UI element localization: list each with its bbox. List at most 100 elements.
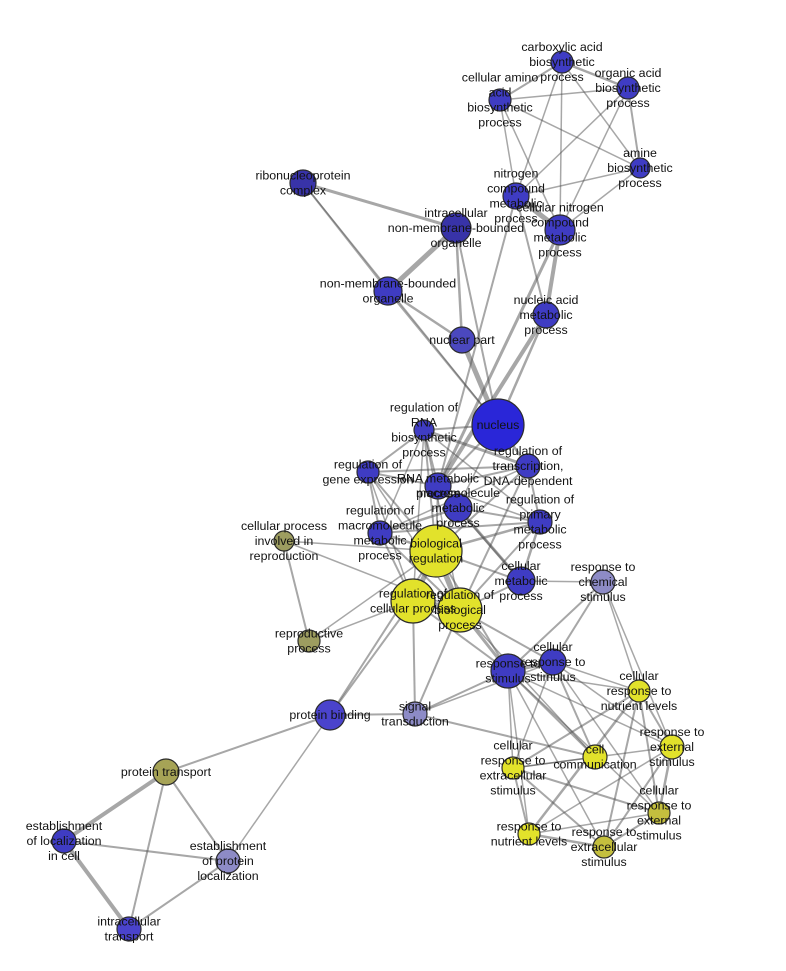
node-t7[interactable] <box>592 835 616 859</box>
edge-u2-u3 <box>63 840 229 862</box>
edge-r2-r4 <box>437 465 529 487</box>
edge-a1-a5 <box>515 61 563 197</box>
node-r3[interactable] <box>356 460 380 484</box>
edge-r7-r8 <box>456 507 523 582</box>
node-t1[interactable] <box>627 679 651 703</box>
edge-s2-t2 <box>552 661 673 748</box>
edge-r5-r6 <box>379 521 541 534</box>
edge-r1-r5 <box>379 429 425 534</box>
edge-s2-t4 <box>512 661 554 769</box>
edge-u1-u2 <box>62 770 168 843</box>
node-r1[interactable] <box>413 419 435 441</box>
edge-t4-t5 <box>512 767 660 814</box>
edge-t2-t7 <box>603 746 673 848</box>
node-r8[interactable] <box>506 566 536 596</box>
node-u3[interactable] <box>215 848 241 874</box>
edge-r1-r3 <box>367 429 425 473</box>
node-r5[interactable] <box>367 520 393 546</box>
node-r2[interactable] <box>515 453 541 479</box>
node-r4[interactable] <box>424 472 452 500</box>
node-a2[interactable] <box>488 88 512 112</box>
node-p1[interactable] <box>314 699 346 731</box>
edge-t2-t6 <box>528 746 673 835</box>
node-u2[interactable] <box>51 828 77 854</box>
edges-layer <box>62 60 674 931</box>
edge-a2-a4 <box>499 99 641 169</box>
edge-u3-u4 <box>128 860 229 930</box>
edge-s2-t1 <box>552 661 640 692</box>
edge-a2-a3 <box>499 87 629 101</box>
edge-t1-t5 <box>638 690 660 814</box>
node-t5[interactable] <box>647 801 671 825</box>
edge-s3-t7 <box>507 670 605 848</box>
edge-c1-c5 <box>302 182 499 426</box>
node-s2[interactable] <box>539 648 567 676</box>
edge-s2-p2 <box>414 661 554 715</box>
node-c3[interactable] <box>373 276 403 306</box>
edge-s1-t2 <box>602 581 673 748</box>
node-y2[interactable] <box>390 578 436 624</box>
node-t6[interactable] <box>517 822 541 846</box>
node-q1[interactable] <box>273 530 295 552</box>
edge-u1-u3 <box>165 771 229 862</box>
node-b1[interactable] <box>532 301 560 329</box>
node-y3[interactable] <box>437 587 483 633</box>
node-t2[interactable] <box>659 734 685 760</box>
node-t3[interactable] <box>582 744 608 770</box>
edge-t5-t6 <box>528 812 660 835</box>
node-y1[interactable] <box>409 524 463 578</box>
edge-s3-t5 <box>507 670 660 814</box>
edge-r2-y3 <box>459 465 529 611</box>
edge-a3-a6 <box>559 87 629 231</box>
node-q2[interactable] <box>297 629 321 653</box>
node-c2[interactable] <box>440 212 472 244</box>
edge-s3-t1 <box>507 670 640 692</box>
edge-a1-a2 <box>499 61 563 101</box>
edge-r2-r3 <box>367 465 529 473</box>
node-c4[interactable] <box>448 326 476 354</box>
node-c1[interactable] <box>289 169 317 197</box>
edge-a4-a6 <box>559 167 641 231</box>
edge-c2-c4 <box>454 227 464 341</box>
edge-s3-s1 <box>507 581 604 672</box>
nodes-layer <box>51 50 685 942</box>
node-a3[interactable] <box>616 76 640 100</box>
edge-c3-c4 <box>387 289 463 342</box>
edge-s3-t2 <box>507 670 673 748</box>
edge-a1-a6 <box>559 61 563 231</box>
edge-s2-s1 <box>552 581 604 663</box>
edge-a5-r4 <box>437 195 517 487</box>
edge-s1-t1 <box>602 581 640 692</box>
edge-u2-u4 <box>62 839 131 931</box>
edge-a1-a3 <box>561 60 629 90</box>
node-a1[interactable] <box>550 50 574 74</box>
node-u4[interactable] <box>116 916 142 942</box>
node-a5[interactable] <box>502 182 530 210</box>
node-r6[interactable] <box>527 509 553 535</box>
edge-t4-t7 <box>512 767 605 848</box>
edge-t6-t7 <box>528 832 605 849</box>
edge-y1-p1 <box>329 550 437 716</box>
node-a6[interactable] <box>544 214 576 246</box>
edge-u3-p1 <box>227 714 331 862</box>
node-c5[interactable] <box>471 398 525 452</box>
edge-a2-a5 <box>499 99 517 197</box>
node-t4[interactable] <box>501 756 525 780</box>
edge-q1-q2 <box>283 540 310 642</box>
edge-y2-p1 <box>329 600 414 716</box>
node-s1[interactable] <box>590 569 616 595</box>
edge-a5-b1 <box>515 195 547 316</box>
edge-a3-a4 <box>627 87 641 169</box>
node-a4[interactable] <box>629 157 651 179</box>
edge-p1-u1 <box>165 714 331 773</box>
edge-c2-c5 <box>455 227 499 426</box>
node-s3[interactable] <box>490 653 526 689</box>
node-p2[interactable] <box>402 701 428 727</box>
edge-t3-t4 <box>512 756 596 769</box>
node-u1[interactable] <box>152 758 180 786</box>
edge-s2-t5 <box>552 661 660 814</box>
node-r7[interactable] <box>443 493 473 523</box>
